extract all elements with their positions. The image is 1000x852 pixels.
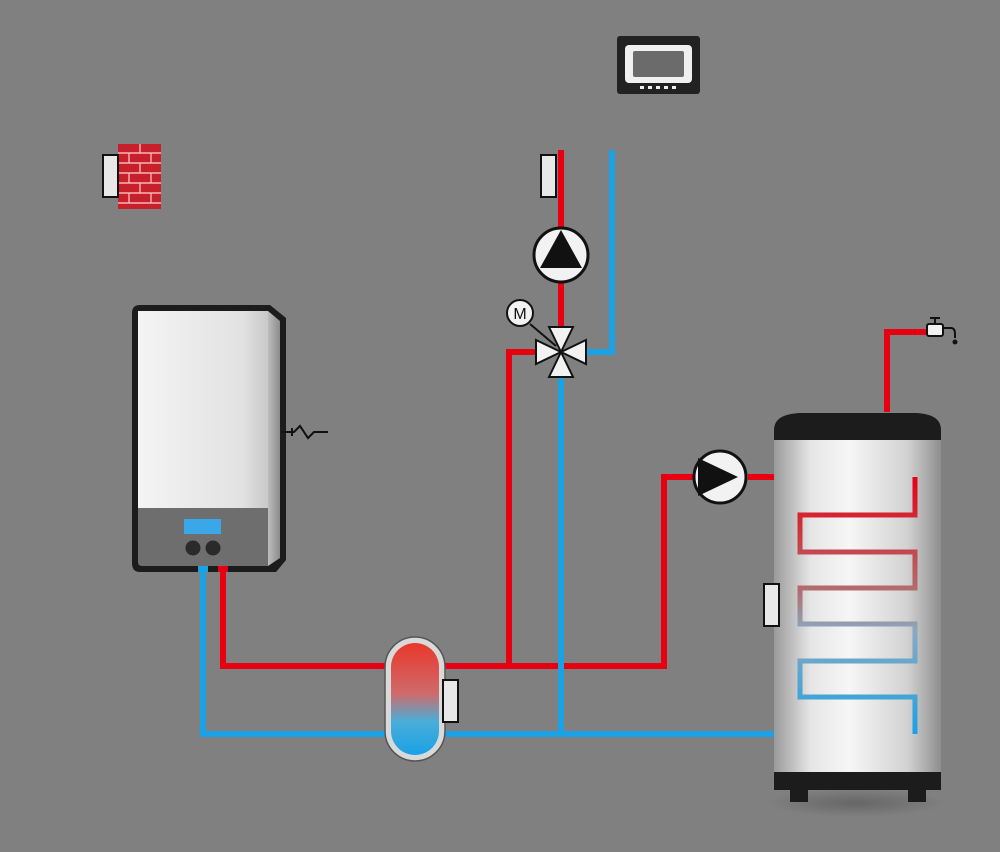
outdoor-temperature-sensor: [102, 144, 161, 209]
room-controller: [617, 36, 700, 94]
cylinder-heating-coil: [797, 477, 918, 734]
three-way-mixing-valve: M: [506, 299, 587, 378]
heating-circuit-return-pipe: [586, 150, 615, 355]
boiler-flow-pipe: [220, 568, 390, 669]
boiler-display: [184, 519, 221, 534]
boiler-knob-left: [185, 540, 201, 556]
mixing-valve-feed-pipe: [506, 349, 538, 666]
power-connection-icon: [282, 424, 328, 440]
separator-sensor: [442, 679, 459, 723]
cylinder-charging-pump: [692, 449, 748, 505]
valve-motor-label: M: [513, 306, 526, 323]
hydraulic-separator: [384, 636, 459, 762]
cylinder-sensor: [763, 583, 780, 627]
boiler: [132, 305, 328, 572]
boiler-knob-right: [205, 540, 221, 556]
hot-water-cylinder: [763, 413, 946, 817]
valve-motor-icon: [506, 299, 534, 327]
flow-temperature-sensor: [540, 154, 557, 198]
primary-flow-to-consumers-pipe: [444, 474, 697, 669]
heating-circuit-pump: [532, 226, 590, 284]
boiler-return-pipe: [200, 568, 390, 737]
hot-water-outlet-pipe: [884, 329, 930, 412]
hot-water-tap-icon: [926, 317, 958, 345]
